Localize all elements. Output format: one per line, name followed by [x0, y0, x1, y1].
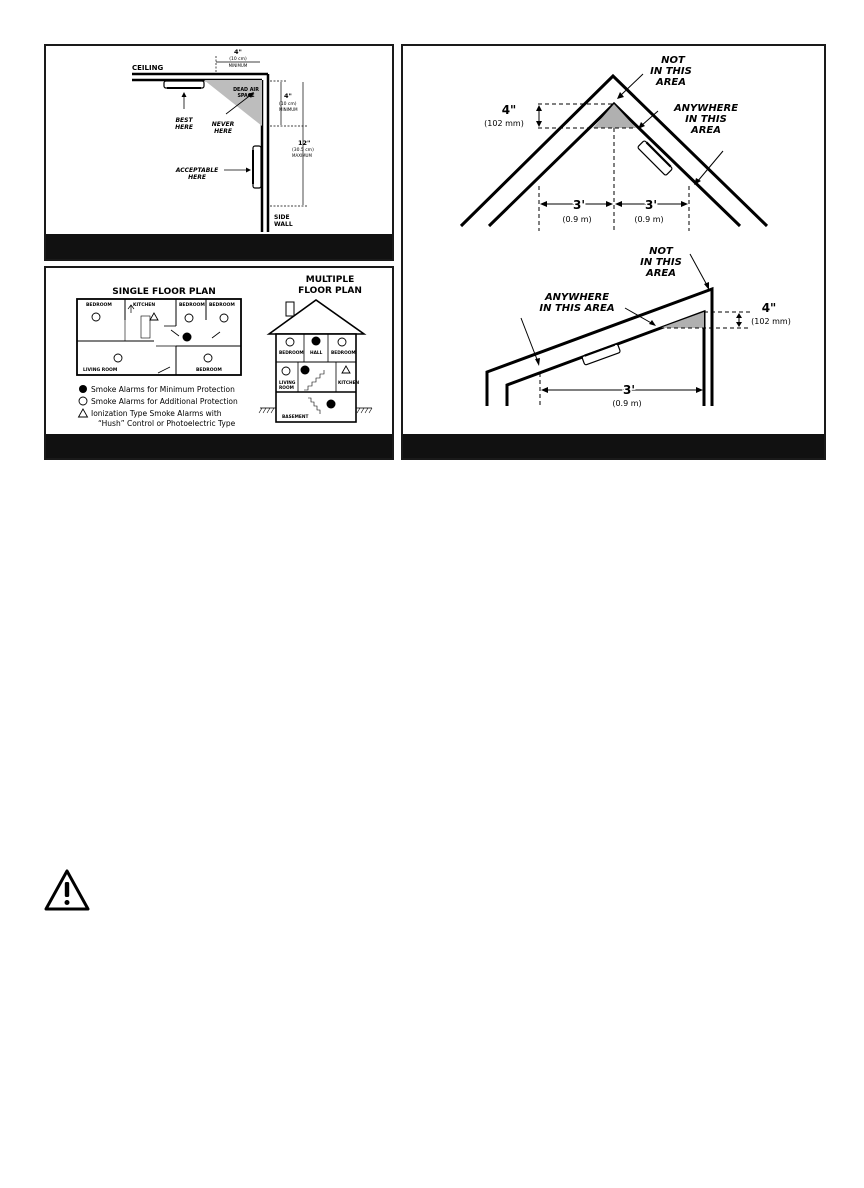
- never-here-2: HERE: [214, 128, 233, 135]
- single-room-bedroom-2: BEDROOM: [179, 302, 205, 308]
- peak-3ft-left-label: 3': [573, 198, 585, 212]
- peak-3ft-left-metric: (0.9 m): [562, 215, 591, 224]
- legend-minimum: Smoke Alarms for Minimum Protection: [91, 385, 235, 394]
- ionization-alarm-marker: [149, 312, 159, 321]
- smoke-alarm-shed: [581, 343, 621, 366]
- never-here-1: NEVER: [212, 121, 235, 128]
- best-here-2: HERE: [175, 124, 194, 131]
- single-room-bedroom-3: BEDROOM: [209, 302, 235, 308]
- minimum-alarm-marker: [182, 332, 192, 342]
- right-dim-1-note: MINIMUM: [279, 107, 298, 112]
- acceptable-here-2: HERE: [188, 174, 207, 181]
- not-in-this-area-wall: [660, 312, 704, 328]
- multi-room-basement: BASEMENT: [282, 414, 308, 420]
- additional-alarm-marker: [337, 337, 347, 347]
- minimum-alarm-marker: [311, 336, 321, 346]
- minimum-alarm-marker: [300, 365, 310, 375]
- right-dim-2-metric: (30.5 cm): [292, 147, 314, 153]
- multi-floor-title-1: MULTIPLE: [306, 275, 354, 285]
- single-floor-title: SINGLE FLOOR PLAN: [112, 287, 216, 297]
- additional-alarm-marker: [91, 312, 101, 322]
- additional-alarm-marker: [113, 353, 123, 363]
- top-dim-metric: (10 cm): [229, 56, 247, 62]
- caption-bar: [46, 234, 392, 259]
- peak-not-area-3: AREA: [655, 77, 686, 88]
- multi-room-kitchen: KITCHEN: [338, 380, 360, 386]
- right-dim-2-label: 12": [298, 139, 310, 147]
- acceptable-here-1: ACCEPTABLE: [175, 167, 219, 174]
- side-wall-1: SIDE: [274, 214, 290, 221]
- multi-room-living-2: ROOM: [279, 385, 294, 391]
- sloped-ceiling-panel: 4" (102 mm) 3' (0.9 m) 3' (0.9 m) NOT IN…: [401, 44, 826, 460]
- dead-air-space: [204, 80, 262, 126]
- peak-4in-label: 4": [502, 103, 517, 117]
- wall-3ft-metric: (0.9 m): [612, 399, 641, 408]
- legend-ionization-2: “Hush” Control or Photoelectric Type: [98, 419, 236, 428]
- multi-room-living-1: LIVING: [279, 380, 296, 386]
- legend-ionization-1: Ionization Type Smoke Alarms with: [91, 409, 222, 418]
- legend-ionization-symbol: [77, 408, 89, 418]
- peak-anywhere-1: ANYWHERE: [673, 103, 738, 114]
- wall-3ft-label: 3': [623, 383, 635, 397]
- ceiling-label: CEILING: [132, 64, 163, 72]
- minimum-alarm-marker: [326, 399, 336, 409]
- right-dim-1-label: 4": [284, 92, 292, 100]
- multi-room-bedroom-1: BEDROOM: [279, 350, 304, 356]
- floor-plan-panel: SINGLE FLOOR PLAN BEDROOM KITCHEN BEDROO…: [44, 266, 394, 460]
- additional-alarm-marker: [203, 353, 213, 363]
- side-wall-2: WALL: [274, 221, 293, 228]
- additional-alarm-marker: [219, 313, 229, 323]
- wall-not-area-1: NOT: [649, 246, 674, 257]
- multi-room-bedroom-2: BEDROOM: [331, 350, 356, 356]
- single-room-kitchen: KITCHEN: [133, 302, 155, 308]
- peak-anywhere-3: AREA: [690, 125, 721, 136]
- warning-triangle-icon: [43, 868, 91, 912]
- wall-not-area-2: IN THIS: [640, 257, 682, 268]
- smoke-alarm-wall: [252, 145, 262, 189]
- single-room-living: LIVING ROOM: [83, 367, 118, 373]
- peak-3ft-right-metric: (0.9 m): [634, 215, 663, 224]
- additional-alarm-marker: [184, 313, 194, 323]
- single-floor-outline: [76, 298, 242, 376]
- single-room-bedroom-4: BEDROOM: [196, 367, 222, 373]
- right-dim-2-note: MAXIMUM: [292, 153, 312, 158]
- peak-4in-metric: (102 mm): [484, 119, 524, 128]
- top-dim-label: 4": [234, 48, 242, 56]
- best-here-1: BEST: [175, 117, 193, 124]
- additional-alarm-marker: [281, 366, 291, 376]
- legend-minimum-symbol: [79, 385, 87, 393]
- ceiling-wall-diagram-panel: CEILING DEAD AIR SPACE 4" (10 cm) MINIMU…: [44, 44, 394, 261]
- multi-room-hall: HALL: [310, 350, 323, 356]
- house-roof: [266, 299, 367, 335]
- right-dim-1-metric: (10 cm): [279, 101, 297, 107]
- ionization-alarm-marker: [341, 365, 351, 374]
- smoke-alarm-peak: [637, 140, 673, 176]
- wall-4in-label: 4": [762, 301, 777, 315]
- multi-floor-title-2: FLOOR PLAN: [298, 286, 362, 296]
- caption-bar: [46, 434, 392, 458]
- sloped-ceiling-diagram: 4" (102 mm) 3' (0.9 m) 3' (0.9 m) NOT IN…: [459, 55, 791, 408]
- top-dim-note: MINIMUM: [229, 63, 248, 68]
- caption-bar: [403, 434, 824, 458]
- smoke-alarm-ceiling: [163, 80, 205, 89]
- wall-4in-metric: (102 mm): [751, 317, 791, 326]
- peak-not-area-1: NOT: [661, 55, 686, 66]
- ceiling-wall-diagram: CEILING DEAD AIR SPACE 4" (10 cm) MINIMU…: [132, 48, 314, 232]
- single-room-bedroom-1: BEDROOM: [86, 302, 112, 308]
- dead-air-label-1: DEAD AIR: [233, 87, 259, 93]
- wall-not-area-3: AREA: [645, 268, 676, 279]
- wall-anywhere-2: IN THIS AREA: [539, 303, 614, 314]
- legend-additional: Smoke Alarms for Additional Protection: [91, 397, 238, 406]
- dead-air-label-2: SPACE: [237, 93, 254, 99]
- peak-not-area-2: IN THIS: [650, 66, 692, 77]
- floor-plan-diagram: SINGLE FLOOR PLAN BEDROOM KITCHEN BEDROO…: [76, 275, 373, 428]
- wall-anywhere-1: ANYWHERE: [544, 292, 609, 303]
- peak-3ft-right-label: 3': [645, 198, 657, 212]
- peak-anywhere-2: IN THIS: [685, 114, 727, 125]
- additional-alarm-marker: [285, 337, 295, 347]
- legend-additional-symbol: [78, 396, 88, 406]
- not-in-this-area-peak: [593, 104, 636, 128]
